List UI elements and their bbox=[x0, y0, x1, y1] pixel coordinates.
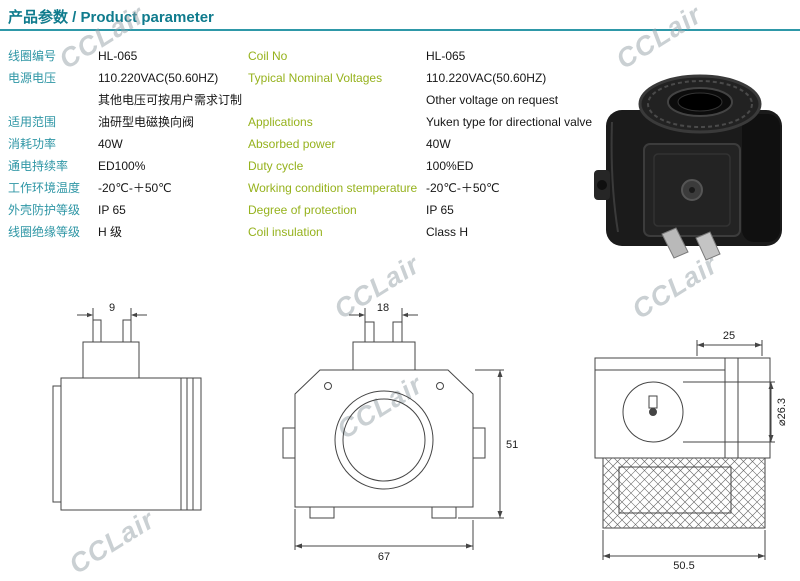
param-value-en: 100%ED bbox=[426, 159, 474, 173]
param-label-cn: 线圈绝缘等级 bbox=[8, 225, 81, 239]
param-label-cn: 线圈编号 bbox=[8, 49, 57, 63]
dim-bore-diameter-label: ⌀26.3 bbox=[776, 398, 788, 426]
product-photo bbox=[594, 74, 782, 261]
param-label-cn bbox=[8, 94, 98, 107]
section-view-drawing: 25 ⌀26.3 50.5 bbox=[594, 330, 788, 572]
coil-section-hatch bbox=[602, 457, 766, 529]
param-value-cn: 110.220VAC(50.60HZ) bbox=[98, 71, 219, 85]
param-label-cn: 电源电压 bbox=[8, 71, 57, 85]
param-label-cn: 适用范围 bbox=[8, 115, 57, 129]
param-value-cn: 其他电压可按用户需求订制 bbox=[98, 93, 243, 107]
header-divider bbox=[0, 29, 800, 31]
param-value-cn: ED100% bbox=[98, 159, 146, 173]
param-label-cn: 工作环境温度 bbox=[8, 181, 81, 195]
connector-pin bbox=[661, 227, 689, 259]
param-label-en: Coil No bbox=[248, 49, 288, 63]
param-label-en: Degree of protection bbox=[248, 203, 357, 217]
param-value-en: 40W bbox=[426, 137, 451, 151]
connector-pin bbox=[695, 231, 721, 261]
parameter-table: 线圈编号 HL-065 Coil No HL-065 电源电压 110.220V… bbox=[8, 49, 593, 239]
param-label-en: Working condition stemperature bbox=[248, 181, 418, 195]
param-label-cn: 通电持续率 bbox=[8, 159, 69, 173]
param-label-en: Duty cycle bbox=[248, 159, 304, 173]
param-value-en: Class H bbox=[426, 225, 469, 239]
param-value-en: HL-065 bbox=[426, 49, 466, 63]
param-value-cn: IP 65 bbox=[98, 203, 126, 217]
dim-height-label: 51 bbox=[506, 439, 518, 451]
page-title: 产品参数 / Product parameter bbox=[8, 9, 214, 26]
param-value-en: IP 65 bbox=[426, 203, 454, 217]
front-view-drawing: 18 51 67 bbox=[282, 302, 518, 563]
param-value-cn: -20℃-＋50℃ bbox=[98, 181, 172, 195]
param-value-en: -20℃-＋50℃ bbox=[426, 181, 500, 195]
param-value-en: 110.220VAC(50.60HZ) bbox=[426, 71, 547, 85]
dim-pin-spacing-label: 18 bbox=[377, 302, 389, 314]
param-value-en: Other voltage on request bbox=[426, 93, 559, 107]
param-label-cn: 消耗功率 bbox=[8, 137, 57, 151]
param-value-en: Yuken type for directional valve bbox=[426, 115, 593, 129]
param-label-en bbox=[248, 94, 426, 107]
param-label-cn: 外壳防护等级 bbox=[8, 203, 81, 217]
param-value-cn: 40W bbox=[98, 137, 123, 151]
side-view-drawing: 9 bbox=[52, 302, 202, 511]
param-label-en: Coil insulation bbox=[248, 225, 323, 239]
dim-depth-top-label: 25 bbox=[723, 330, 735, 342]
param-value-cn: HL-065 bbox=[98, 49, 138, 63]
param-label-en: Typical Nominal Voltages bbox=[248, 71, 383, 85]
dim-pin-width-label: 9 bbox=[109, 302, 115, 314]
param-label-en: Absorbed power bbox=[248, 137, 336, 151]
param-value-cn: 油研型电磁换向阀 bbox=[98, 115, 195, 129]
param-value-cn: H 级 bbox=[98, 225, 123, 239]
param-label-en: Applications bbox=[248, 115, 313, 129]
dim-width-label: 67 bbox=[378, 551, 390, 563]
dim-depth-label: 50.5 bbox=[673, 560, 694, 572]
